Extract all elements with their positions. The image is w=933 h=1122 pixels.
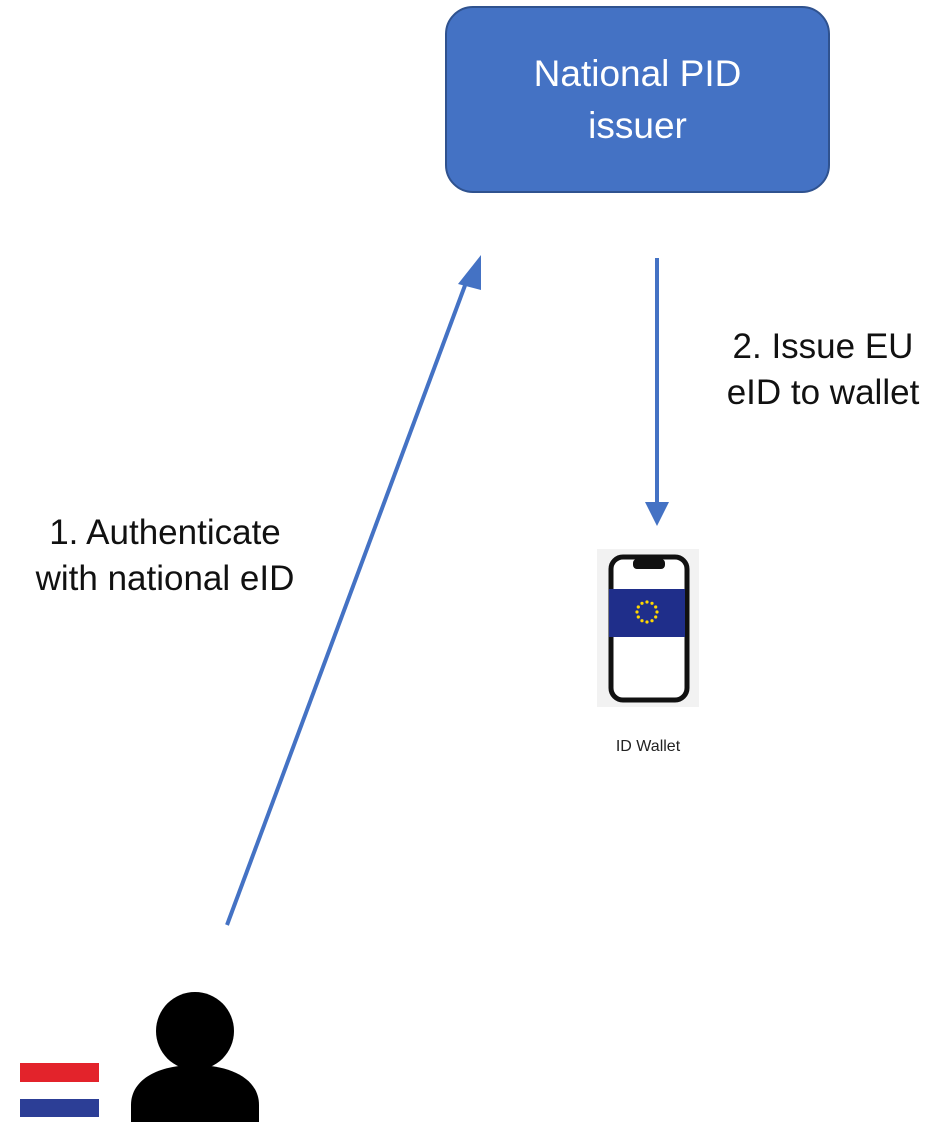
netherlands-flag-icon [20,1063,99,1117]
phone-with-eu-flag-icon [597,549,699,707]
national-pid-issuer-box: National PID issuer [445,6,830,193]
wallet-caption: ID Wallet [615,738,681,755]
issuer-label: National PID issuer [533,52,742,146]
person-icon [131,992,259,1122]
step-1-label: 1. Authenticate with national eID [35,513,295,598]
authenticate-arrow [225,255,481,926]
step-2-label: 2. Issue EU eID to wallet [726,327,920,412]
issue-arrow [645,258,669,526]
